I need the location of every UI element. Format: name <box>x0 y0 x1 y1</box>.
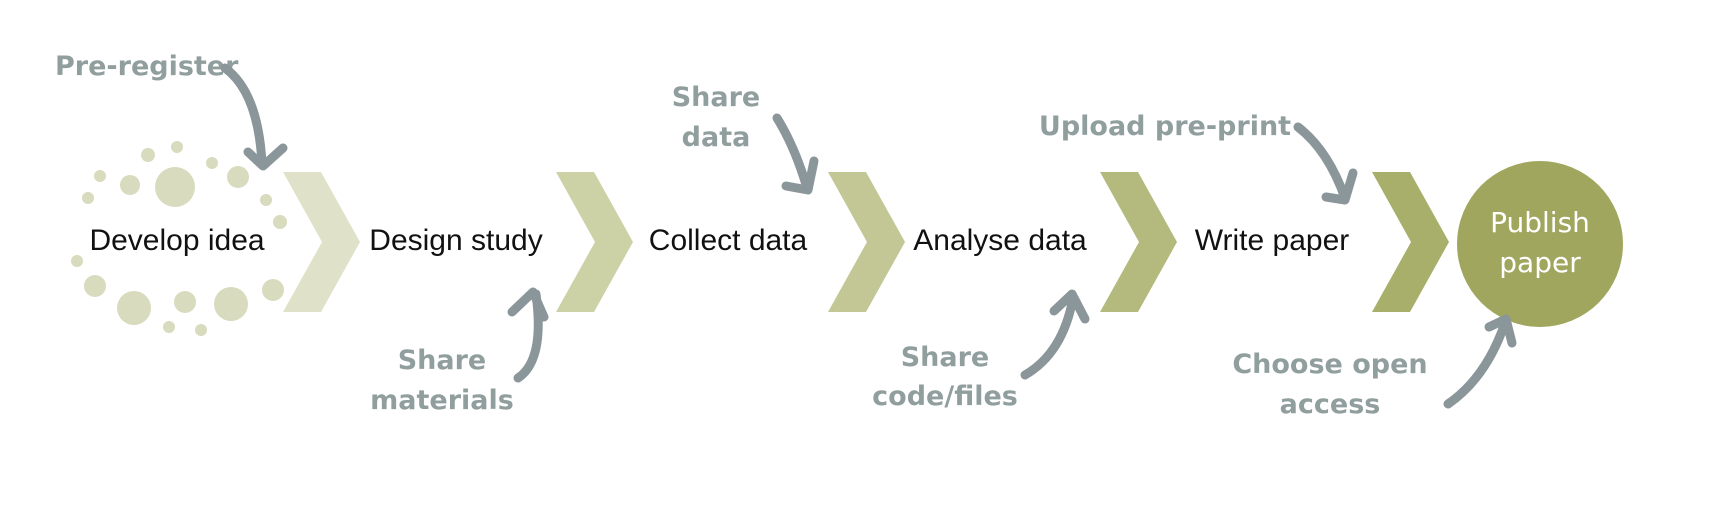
idea-dot <box>171 141 183 153</box>
idea-dots-cloud <box>71 141 287 336</box>
chevron-5 <box>1372 172 1449 312</box>
action-share-code-line2: code/files <box>872 381 1018 412</box>
action-share-materials-line1: Share <box>398 345 487 376</box>
action-upload-preprint: Upload pre-print <box>1039 111 1291 142</box>
pre-register-arrow-icon <box>220 63 288 171</box>
idea-dot <box>94 170 106 182</box>
idea-dot <box>141 148 155 162</box>
chevron-2 <box>556 172 633 312</box>
idea-dot <box>262 279 284 301</box>
idea-dot <box>84 275 106 297</box>
choose-open-access-arrow-icon <box>1443 314 1517 409</box>
action-pre-register: Pre-register <box>55 51 239 82</box>
idea-dot <box>82 192 94 204</box>
step-develop-idea: Develop idea <box>89 224 264 257</box>
share-data-arrow-icon <box>772 113 819 195</box>
final-step-line1: Publish <box>1490 206 1590 239</box>
step-chevrons <box>283 172 1449 312</box>
share-materials-arrow-icon <box>507 287 549 383</box>
action-share-code-line1: Share <box>901 342 990 373</box>
step-analyse-data: Analyse data <box>913 224 1087 257</box>
idea-dot <box>227 166 249 188</box>
action-share-materials-line2: materials <box>370 385 514 416</box>
idea-dot <box>117 291 151 325</box>
idea-dot <box>174 291 196 313</box>
idea-dot <box>206 157 218 169</box>
action-choose-open-access-line2: access <box>1280 389 1381 420</box>
upload-preprint-arrow-icon <box>1293 122 1358 205</box>
idea-dot <box>273 215 287 229</box>
final-step-line2: paper <box>1499 246 1581 279</box>
idea-dot <box>155 167 195 207</box>
share-code-arrow-icon <box>1020 289 1090 380</box>
step-write-paper: Write paper <box>1195 224 1350 257</box>
idea-dot <box>195 324 207 336</box>
publish-paper-circle <box>1457 161 1623 327</box>
idea-dot <box>120 175 140 195</box>
chevron-4 <box>1100 172 1177 312</box>
chevron-3 <box>828 172 905 312</box>
idea-dot <box>214 287 248 321</box>
action-share-data-line2: data <box>682 122 751 153</box>
action-arrows <box>220 63 1517 409</box>
chevron-1 <box>283 172 360 312</box>
idea-dot <box>163 321 175 333</box>
step-design-study: Design study <box>369 224 542 257</box>
step-collect-data: Collect data <box>649 224 808 257</box>
action-share-data-line1: Share <box>672 82 761 113</box>
idea-dot <box>71 255 83 267</box>
action-choose-open-access-line1: Choose open <box>1232 349 1427 380</box>
idea-dot <box>260 194 272 206</box>
